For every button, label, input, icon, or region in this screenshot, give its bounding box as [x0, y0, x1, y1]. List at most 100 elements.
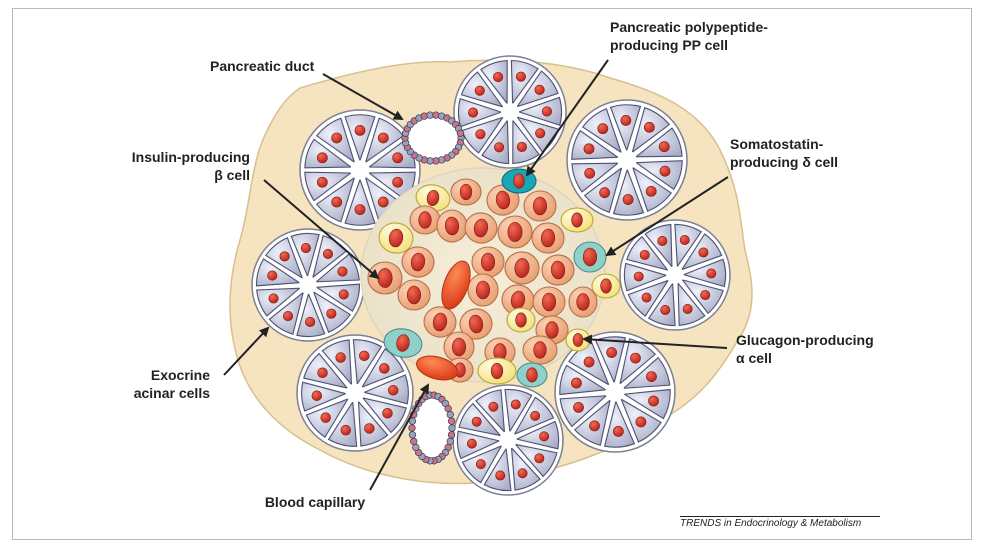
nucleus [534, 453, 545, 464]
arrow-pp-cell [525, 59, 609, 177]
nucleus [622, 194, 634, 205]
nucleus [513, 173, 525, 189]
nucleus [532, 196, 548, 216]
label-glucagon-line1: Glucagon-producing [736, 332, 874, 348]
source-credit: TRENDS in Endocrinology & Metabolism [680, 516, 880, 529]
nucleus [635, 416, 647, 428]
pancreatic-ducts [401, 111, 465, 465]
nucleus [572, 333, 584, 347]
islet-cells [367, 168, 621, 388]
acinar-cell [515, 420, 560, 450]
beta-cell [568, 286, 598, 318]
nucleus [364, 423, 375, 434]
acinus [453, 55, 567, 169]
acinar-cell [304, 171, 353, 202]
nucleus [331, 132, 343, 144]
nucleus [493, 71, 504, 83]
beta-cell [471, 246, 505, 278]
nucleus [517, 468, 528, 479]
delta-cell [383, 328, 423, 358]
duct [401, 111, 465, 165]
acinar-cell [517, 96, 563, 126]
nucleus [646, 371, 657, 383]
nucleus [331, 196, 343, 208]
acinar-cell [315, 283, 361, 312]
acinar-cell [623, 262, 668, 292]
nucleus [507, 222, 523, 242]
acinar-cell [296, 292, 326, 338]
acinar-cell [256, 287, 302, 317]
nucleus [698, 247, 709, 258]
beta-cell [436, 209, 468, 243]
beta-cell [443, 331, 475, 363]
nucleus [530, 410, 541, 421]
label-glucagon-line2: α cell [736, 350, 772, 366]
nucleus [358, 350, 370, 362]
beta-cell [541, 254, 575, 286]
nucleus [418, 211, 432, 229]
label-pp-cell: Pancreatic polypeptide- producing PP cel… [610, 18, 768, 54]
acinar-cell [504, 388, 533, 434]
label-pancreatic-duct-text: Pancreatic duct [210, 58, 315, 74]
beta-cell [497, 215, 533, 249]
nucleus [468, 314, 484, 334]
nucleus [660, 304, 671, 315]
nucleus [279, 251, 290, 262]
nucleus [494, 142, 505, 153]
acinar-cell [622, 388, 671, 420]
nucleus [316, 176, 328, 188]
nucleus [396, 334, 410, 352]
nucleus [589, 420, 600, 432]
nucleus [490, 362, 504, 380]
pointer-arrows [223, 59, 729, 491]
acinar-cell [483, 446, 512, 492]
nucleus [599, 187, 611, 199]
label-pancreatic-duct: Pancreatic duct [210, 57, 314, 75]
alpha-cell [560, 207, 594, 233]
nucleus [514, 258, 530, 278]
label-alpha-cell: Glucagon-producing α cell [736, 331, 874, 367]
nucleus [379, 363, 390, 374]
nucleus [338, 289, 349, 300]
nucleus [382, 408, 393, 419]
acinar-cell [481, 118, 510, 165]
nucleus [311, 390, 323, 401]
nucleus [495, 190, 511, 210]
nucleus [645, 185, 657, 197]
beta-cell [397, 279, 431, 311]
nucleus [410, 252, 426, 272]
acinar-cell [612, 167, 645, 216]
nucleus [643, 121, 655, 133]
nucleus [515, 71, 526, 82]
nucleus [540, 228, 556, 248]
label-exocrine-line1: Exocrine [150, 367, 210, 383]
nucleus [406, 285, 422, 305]
acinar-cell [510, 59, 539, 106]
acinar-cell [327, 400, 358, 447]
label-exocrine-acinar: Exocrine acinar cells [118, 366, 210, 402]
nucleus [630, 352, 641, 364]
nucleus [474, 85, 485, 96]
label-delta-cell: Somatostatin- producing δ cell [730, 135, 838, 171]
acinar-cell [321, 339, 353, 386]
arrow-exocrine [223, 326, 270, 376]
nucleus [620, 115, 632, 126]
beta-cell [450, 178, 482, 206]
nucleus [682, 304, 693, 314]
nucleus [337, 266, 348, 277]
nucleus [268, 293, 279, 304]
nucleus [444, 216, 460, 236]
arrow-delta-cell [605, 176, 729, 257]
nucleus [466, 438, 477, 449]
nucleus [377, 268, 393, 288]
beta-cell [401, 246, 435, 278]
nucleus [533, 341, 547, 359]
label-pp-line2: producing PP cell [610, 37, 728, 53]
figure-frame [12, 8, 972, 540]
nucleus [392, 152, 404, 164]
acinus [299, 109, 421, 231]
label-blood-capillary: Blood capillary [255, 493, 375, 511]
nucleus [317, 367, 328, 378]
nucleus [700, 290, 711, 301]
acinar-cell [674, 223, 703, 269]
